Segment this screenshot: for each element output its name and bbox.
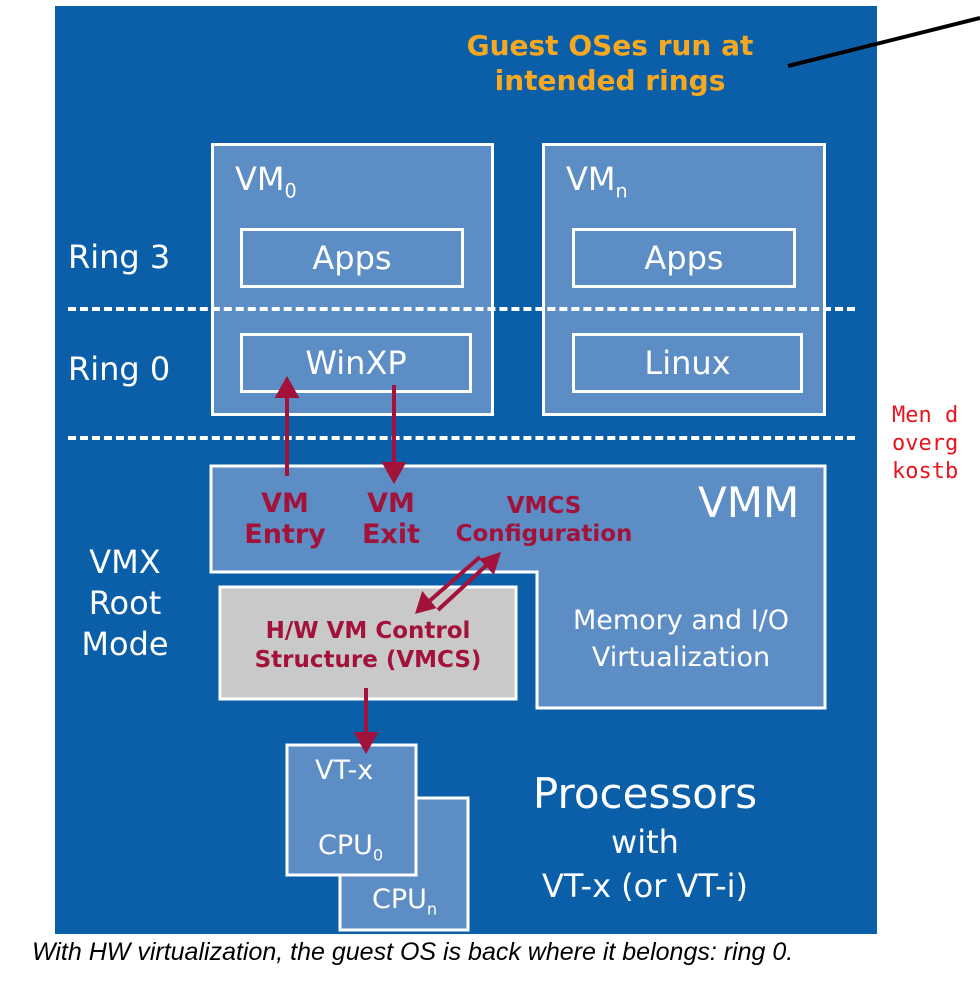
vm-entry-arrowhead [274, 375, 300, 398]
ring-divider-upper [68, 307, 855, 311]
cpun-label: CPUn [372, 884, 437, 918]
cpun-subscript: n [426, 899, 438, 919]
side-note-line2: overg [892, 431, 959, 456]
vm-entry-label-line2: Entry [244, 519, 326, 551]
side-note: Men d overg kostb [892, 402, 958, 486]
guest-os-note: Guest OSes run at intended rings [440, 28, 780, 98]
vmm-title: VMM [698, 478, 800, 527]
vm0-subscript: 0 [284, 179, 297, 203]
ring-divider-lower [68, 436, 855, 440]
vmn-name: VM [566, 160, 616, 198]
vmcs-config-label: VMCS Configuration [444, 493, 644, 548]
vmcs-box [218, 585, 518, 701]
ring0-label: Ring 0 [68, 350, 171, 388]
vmx-label-line1: VMX [89, 543, 161, 581]
memory-io-label-line2: Virtualization [591, 642, 771, 673]
ring3-label: Ring 3 [68, 238, 171, 276]
cpu0-name: CPU [318, 830, 373, 861]
vm-exit-label: VM Exit [352, 488, 430, 550]
side-note-line1: Men d [892, 403, 959, 428]
vm-exit-label-line2: Exit [361, 519, 421, 551]
vm0-os-box: WinXP [240, 333, 472, 393]
vm-exit-label-line1: VM [367, 488, 415, 519]
vmcs-config-arrow-up [436, 560, 492, 612]
vmn-os-box: Linux [572, 333, 803, 393]
vmn-subscript: n [615, 179, 628, 203]
vmcs-to-cpu-arrowhead [353, 732, 379, 755]
cpun-name: CPU [372, 884, 427, 915]
guest-os-note-line2: intended rings [494, 64, 726, 97]
vtx-label: VT-x [315, 755, 374, 786]
side-note-line3: kostb [892, 459, 959, 484]
vm-entry-label-line1: VM [261, 488, 309, 519]
vmx-label-line3: Mode [81, 625, 169, 663]
memory-io-label-line1: Memory and I/O [572, 605, 790, 636]
vmcs-config-arrowhead-up [479, 551, 502, 575]
cpu0-box [285, 743, 418, 877]
guest-os-note-line1: Guest OSes run at [466, 29, 754, 62]
vmx-root-mode-label: VMX Root Mode [70, 542, 180, 665]
memory-io-label: Memory and I/O Virtualization [537, 602, 825, 676]
vm0-title: VM0 [235, 160, 297, 202]
processors-title: Processors [532, 769, 758, 818]
vmm-box [209, 464, 827, 710]
processors-label: Processors with VT-x (or VT-i) [505, 768, 785, 908]
vmcs-config-label-line1: VMCS [506, 493, 582, 519]
vmn-title: VMn [566, 160, 628, 202]
vmcs-label-line1: H/W VM Control [265, 618, 471, 644]
processors-with: with [611, 823, 679, 861]
figure-caption: With HW virtualization, the guest OS is … [32, 938, 794, 966]
cpu0-subscript: 0 [372, 845, 384, 865]
vmcs-label: H/W VM Control Structure (VMCS) [220, 617, 516, 675]
vmcs-label-line2: Structure (VMCS) [254, 646, 482, 673]
vmx-label-line2: Root [88, 584, 162, 622]
cpu0-label: CPU0 [318, 830, 383, 864]
vm-exit-arrowhead [381, 462, 407, 485]
vmcs-config-label-line2: Configuration [455, 520, 633, 547]
vm-entry-label: VM Entry [236, 488, 334, 550]
vm0-name: VM [235, 160, 285, 198]
vm0-apps-box: Apps [240, 228, 464, 288]
vmcs-config-arrow-down [424, 555, 482, 606]
vmn-apps-box: Apps [572, 228, 796, 288]
processors-vtx: VT-x (or VT-i) [542, 867, 748, 905]
vmcs-config-arrowhead-down [415, 590, 437, 614]
callout-line [787, 16, 980, 68]
